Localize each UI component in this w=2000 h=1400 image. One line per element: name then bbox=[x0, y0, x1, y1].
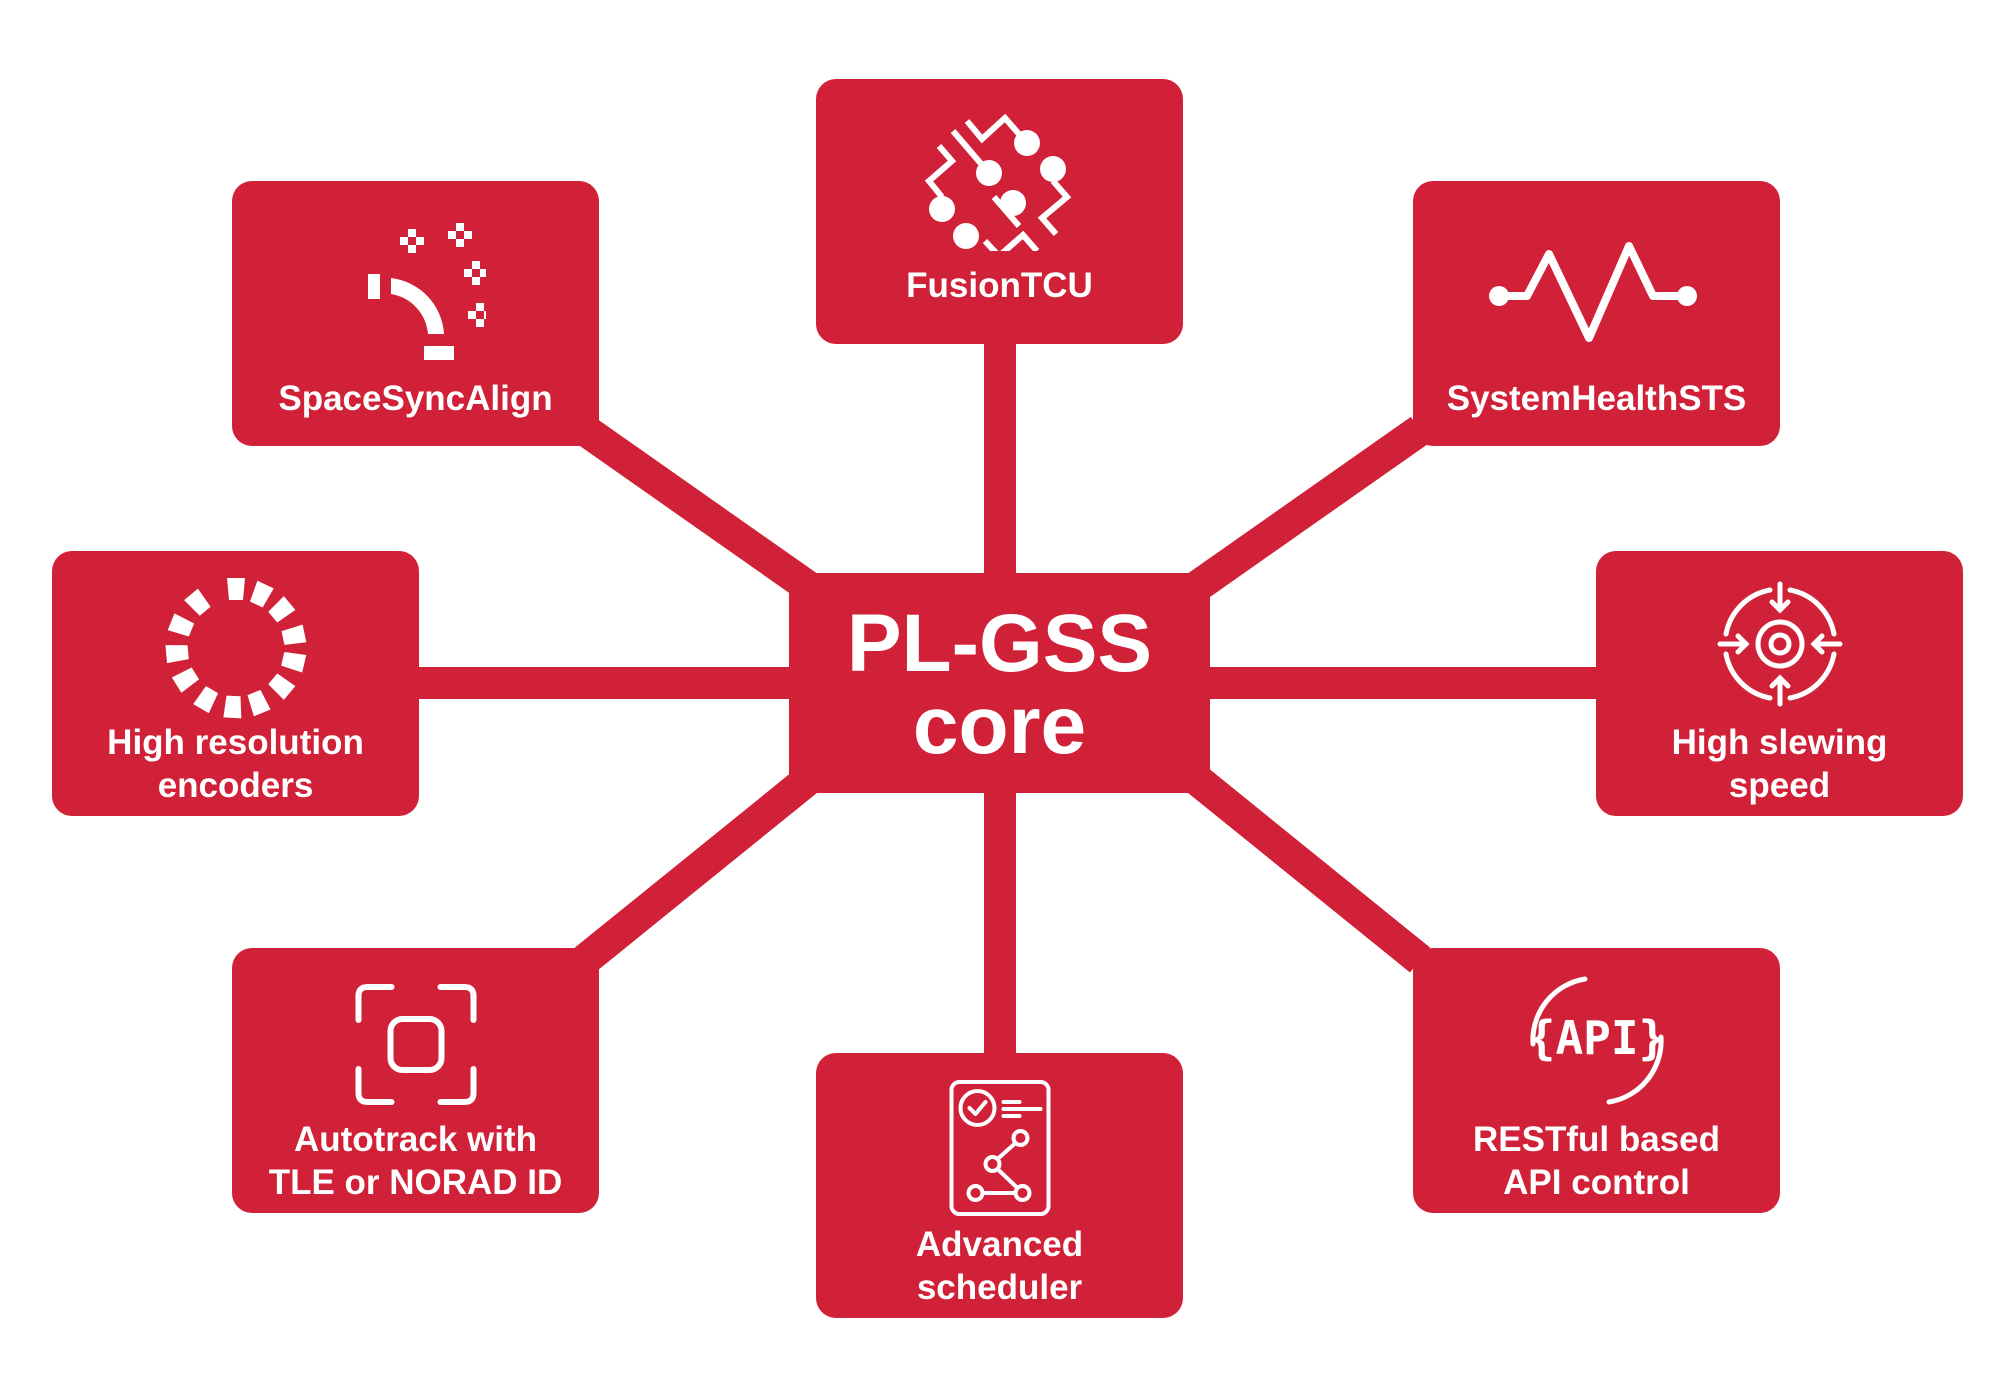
svg-text:{API}: {API} bbox=[1527, 1011, 1665, 1065]
node-label-line2: API control bbox=[1503, 1163, 1690, 1202]
focus-frame-icon bbox=[355, 984, 476, 1105]
node-advanced-scheduler: Advanced scheduler bbox=[816, 1053, 1183, 1318]
pulse-icon bbox=[1488, 242, 1697, 342]
document-route-icon bbox=[949, 1080, 1050, 1216]
node-label-line2: scheduler bbox=[916, 1268, 1083, 1307]
target-arrows-icon bbox=[1717, 581, 1842, 707]
node-label-line1: High resolution bbox=[107, 723, 364, 762]
node-label-line1: RESTful based bbox=[1473, 1120, 1720, 1159]
node-label-line1: Autotrack with bbox=[293, 1120, 538, 1159]
center-title-line2: core bbox=[912, 680, 1087, 771]
node-high-slewing-speed: High slewing speed bbox=[1596, 551, 1963, 816]
center-node-pl-gss-core: PL-GSS core bbox=[789, 573, 1210, 793]
node-label: FusionTCU bbox=[906, 266, 1093, 305]
node-label: SpaceSyncAlign bbox=[278, 379, 553, 418]
node-label-line2: TLE or NORAD ID bbox=[268, 1163, 563, 1202]
node-label-line1: Advanced bbox=[915, 1225, 1084, 1264]
circuit-icon bbox=[924, 113, 1071, 251]
node-fusiontcu: FusionTCU bbox=[816, 79, 1183, 344]
node-high-resolution-encoders: High resolution encoders bbox=[52, 551, 419, 816]
node-restful-api: {API} RESTful based API control bbox=[1413, 948, 1780, 1213]
node-label: SystemHealthSTS bbox=[1446, 379, 1747, 418]
node-label-line2: speed bbox=[1728, 766, 1831, 805]
node-autotrack: Autotrack with TLE or NORAD ID bbox=[232, 948, 599, 1213]
node-label-line1: High slewing bbox=[1671, 723, 1888, 762]
api-braces-icon: {API} bbox=[1527, 976, 1666, 1105]
dashed-ring-icon bbox=[164, 578, 306, 719]
node-spacesyncalign: SpaceSyncAlign bbox=[232, 181, 599, 446]
node-systemhealthsts: SystemHealthSTS bbox=[1413, 181, 1780, 446]
node-label-line2: encoders bbox=[157, 766, 314, 805]
center-title-line1: PL-GSS bbox=[846, 598, 1153, 689]
satellite-dish-stars-icon bbox=[367, 223, 486, 360]
